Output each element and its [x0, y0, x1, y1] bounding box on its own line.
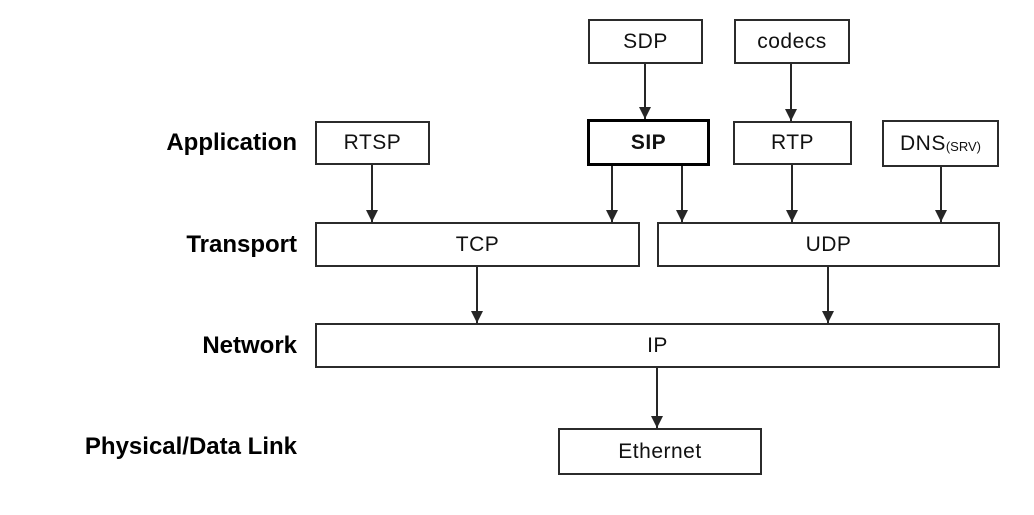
node-udp-label: UDP: [805, 232, 852, 256]
node-dns-srv: DNS(SRV): [882, 120, 999, 167]
node-dns-sublabel: (SRV): [945, 139, 981, 154]
arrow-udp-to-ip: [822, 267, 834, 323]
layer-label-network: Network: [202, 332, 297, 359]
layer-label-physical-data-link: Physical/Data Link: [84, 433, 297, 460]
arrow-codecs-to-rtp: [785, 64, 797, 121]
arrow-rtsp-to-tcp: [366, 165, 378, 222]
arrow-sip-to-udp: [676, 166, 688, 222]
node-tcp-label: TCP: [455, 232, 500, 256]
node-sdp: SDP: [588, 19, 703, 64]
node-ethernet-label: Ethernet: [618, 439, 702, 463]
node-rtp-label: RTP: [770, 131, 815, 154]
node-rtsp-label: RTSP: [343, 131, 402, 154]
arrow-sip-to-tcp: [606, 166, 618, 222]
node-udp: UDP: [657, 222, 1000, 267]
node-rtsp: RTSP: [315, 121, 430, 165]
node-ip: IP: [315, 323, 1000, 368]
node-sip: SIP: [587, 119, 710, 166]
node-tcp: TCP: [315, 222, 640, 267]
arrow-tcp-to-ip: [471, 267, 483, 323]
layer-label-application: Application: [166, 129, 297, 156]
arrow-ip-to-ethernet: [651, 368, 663, 428]
arrow-sdp-to-sip: [639, 64, 651, 119]
node-sip-label: SIP: [630, 130, 667, 154]
node-codecs: codecs: [734, 19, 850, 64]
node-rtp: RTP: [733, 121, 852, 165]
node-dns-label: DNS: [900, 131, 946, 155]
node-ip-label: IP: [647, 333, 668, 357]
node-codecs-label: codecs: [757, 29, 827, 53]
arrow-rtp-to-udp: [786, 165, 798, 222]
node-sdp-label: SDP: [623, 29, 668, 53]
arrow-dns-to-udp: [935, 167, 947, 222]
node-ethernet: Ethernet: [558, 428, 762, 475]
layer-label-transport: Transport: [186, 231, 297, 258]
